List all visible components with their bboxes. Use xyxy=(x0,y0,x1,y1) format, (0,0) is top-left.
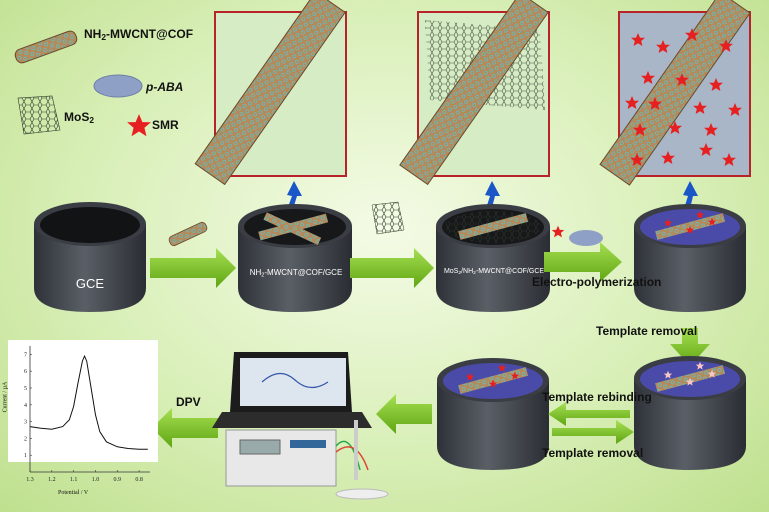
label-dpv: DPV xyxy=(176,395,201,409)
electrochemical-workstation xyxy=(212,352,389,500)
dpv-chart-background xyxy=(8,340,158,462)
legend-label-cnt: NH2-MWCNT@COF xyxy=(84,27,194,43)
legend-star-icon xyxy=(127,114,151,137)
legend-label-aba: p-ABA xyxy=(146,80,184,94)
label-template-rebinding: Template rebinding xyxy=(542,390,652,404)
reagent-aba-icon xyxy=(569,230,603,246)
zoom-frame-3 xyxy=(599,0,751,186)
label-mos2-nh2-mwcnt-cof-gce: MoS2/NH2-MWCNT@COF/GCE xyxy=(443,268,545,277)
label-template-removal-2: Template removal xyxy=(542,446,644,460)
legend-aba-icon xyxy=(93,74,143,98)
chart-y-tick-label: 4 xyxy=(24,403,27,409)
chart-y-tick-label: 7 xyxy=(24,352,27,358)
label-nh2-mwcnt-cof-gce: NH2-MWCNT@COF/GCE xyxy=(249,268,343,279)
zoom-frame-2 xyxy=(399,0,550,186)
chart-y-tick-label: 5 xyxy=(24,386,27,392)
chart-x-tick-label: 1.2 xyxy=(48,477,56,483)
arrow-removal-right xyxy=(552,420,634,444)
cylinder-mos2-nh2-mwcnt-cof xyxy=(436,204,550,312)
arrow-step-3 xyxy=(544,242,622,282)
reagent-cnt-icon xyxy=(168,221,208,247)
arrow-rebinding-left xyxy=(548,402,630,426)
cylinder-gce xyxy=(34,202,146,312)
chart-y-tick-label: 2 xyxy=(24,436,27,442)
arrow-step-4-down xyxy=(670,328,710,366)
chart-x-tick-label: 0.9 xyxy=(114,477,122,483)
chart-xlabel: Potential / V xyxy=(58,490,89,496)
dpv-chart: 1.3 1.2 1.1 1.0 0.9 0.8 1 2 3 4 5 6 7 xyxy=(8,340,158,483)
arrow-to-dpv xyxy=(152,408,218,448)
arrow-to-instrument xyxy=(376,394,432,434)
legend-mos2-icon xyxy=(17,95,61,135)
cylinder-template-removed xyxy=(634,356,746,470)
chart-y-tick-label: 1 xyxy=(24,453,27,459)
label-template-removal-1: Template removal xyxy=(596,324,698,338)
chart-y-tick-label: 3 xyxy=(24,420,27,426)
zoom-frame-1 xyxy=(194,0,347,186)
arrow-step-2 xyxy=(350,248,434,288)
label-gce: GCE xyxy=(75,276,105,291)
legend-label-smr: SMR xyxy=(152,118,179,132)
chart-x-tick-label: 0.8 xyxy=(135,477,143,483)
cylinder-template-rebound xyxy=(437,358,549,470)
chart-y-tick-label: 6 xyxy=(24,369,27,375)
chart-series-line xyxy=(29,354,148,450)
legend-label-mos2: MoS2 xyxy=(64,110,95,126)
chart-ylabel: Current / µA xyxy=(2,381,9,413)
reagent-mos2-icon xyxy=(371,201,405,235)
chart-x-tick-label: 1.1 xyxy=(70,477,78,483)
chart-x-tick-label: 1.0 xyxy=(92,477,100,483)
legend-cnt-icon xyxy=(14,30,78,64)
arrow-step-1 xyxy=(150,248,236,288)
cylinder-mip-loaded xyxy=(634,204,746,312)
cylinder-nh2-mwcnt-cof xyxy=(238,204,352,312)
reagent-star-icon xyxy=(551,225,565,238)
label-electropolymerization: Electro-polymerization xyxy=(532,275,662,289)
chart-x-tick-label: 1.3 xyxy=(26,477,34,483)
